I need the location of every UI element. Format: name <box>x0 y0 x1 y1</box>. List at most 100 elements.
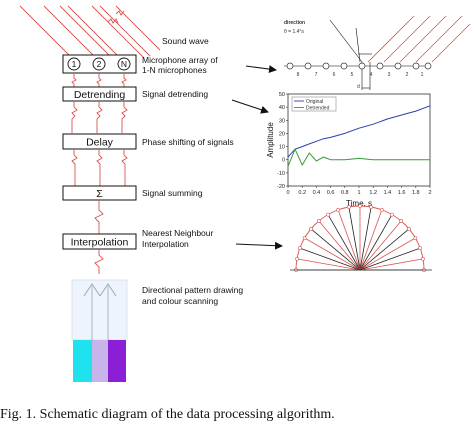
y-tick-label: -10 <box>277 171 285 177</box>
cyan-bar <box>73 340 92 382</box>
array-direction-title: direction <box>284 20 305 26</box>
array-incident-waves <box>367 15 471 63</box>
chart-lines <box>287 105 431 167</box>
y-tick-label: 10 <box>279 145 285 151</box>
mic-array-label-2: 1-N microphones <box>142 65 207 75</box>
fan-rays <box>294 204 426 272</box>
polar-fan-diagram <box>290 204 432 272</box>
detrending-block-label: Detrending <box>74 89 126 101</box>
summing-block-label: Σ <box>96 188 103 200</box>
signal-lines-1 <box>71 73 127 87</box>
detrending-to-chart-arrow <box>231 99 269 114</box>
array-num-3: 3 <box>388 72 391 78</box>
x-tick-label: 2 <box>428 190 431 196</box>
nearest-neighbour-label-1: Nearest Neighbour <box>142 228 214 238</box>
x-tick-label: 1.4 <box>384 190 392 196</box>
fan-ray <box>310 228 361 271</box>
fan-ray <box>359 214 393 271</box>
array-num-4: 4 <box>370 72 373 78</box>
wave-wiggle-marks <box>107 10 125 24</box>
mic-n: N <box>117 57 131 71</box>
signal-lines-3 <box>71 149 128 186</box>
fan-node <box>379 207 384 212</box>
fan-ray <box>359 228 410 271</box>
detrending-block <box>62 86 137 102</box>
directional-pattern-graphic <box>71 279 128 382</box>
figure-caption: Fig. 1. Schematic diagram of the data pr… <box>0 407 335 422</box>
series-line-original <box>287 105 431 158</box>
fan-ray <box>359 247 421 271</box>
array-num-2: 2 <box>406 72 409 78</box>
interpolation-block-label: Interpolation <box>71 237 129 249</box>
fan-node <box>336 207 341 212</box>
interpolation-to-polar-arrow <box>235 241 283 250</box>
fan-node <box>302 236 307 240</box>
mic-array-label-1: Microphone array of <box>142 55 218 65</box>
chart-ylabel: Amplitude <box>266 122 275 158</box>
directional-pattern-label-2: and colour scanning <box>142 296 218 306</box>
fan-node <box>295 256 299 261</box>
y-tick-label: -20 <box>277 184 285 190</box>
array-d-label: d <box>357 84 360 90</box>
fan-ray <box>337 209 361 271</box>
mic-to-array-arrow <box>245 65 277 74</box>
x-tick-label: 1.8 <box>412 190 420 196</box>
purple-bar <box>108 340 126 382</box>
fan-node <box>297 246 302 251</box>
fan-node <box>407 226 411 231</box>
array-num-1: 1 <box>421 72 424 78</box>
mic-n-label: N <box>121 59 127 69</box>
mic-2: 2 <box>92 57 106 71</box>
y-tick-label: 0 <box>282 158 285 164</box>
fan-ray <box>359 209 383 271</box>
x-tick-label: 0.8 <box>341 190 349 196</box>
array-mic-dots <box>286 62 432 70</box>
legend-detrended: Detrended <box>306 106 330 112</box>
array-geometry-diagram: direction θ = 1.4°s d 8 7 6 5 4 3 2 1 <box>284 15 471 90</box>
fan-node <box>421 256 425 261</box>
x-tick-label: 0.2 <box>298 190 306 196</box>
series-line-detrended <box>287 147 430 167</box>
signal-summing-label: Signal summing <box>142 188 203 198</box>
array-direction-subtitle: θ = 1.4°s <box>284 29 304 35</box>
lavender-bar <box>92 340 108 382</box>
fan-ray <box>304 237 361 271</box>
mic-2-label: 2 <box>97 59 102 69</box>
x-tick-label: 0.4 <box>313 190 321 196</box>
signal-line-5 <box>94 249 104 274</box>
fan-ray <box>359 258 424 271</box>
mic-1-label: 1 <box>72 59 77 69</box>
x-tick-label: 1 <box>357 190 360 196</box>
chart-legend: Original Detrended <box>291 96 337 112</box>
summing-block <box>62 185 137 201</box>
mic-1: 1 <box>67 57 81 71</box>
fan-node <box>399 219 404 223</box>
fan-node <box>413 236 418 240</box>
array-num-8: 8 <box>297 72 300 78</box>
y-tick-label: 40 <box>279 105 285 111</box>
array-num-5: 5 <box>351 72 354 78</box>
legend-original: Original <box>306 99 323 105</box>
x-tick-label: 0 <box>286 190 289 196</box>
fan-node <box>358 204 362 208</box>
x-tick-label: 1.2 <box>369 190 377 196</box>
fan-ray <box>299 247 361 271</box>
x-tick-label: 0.6 <box>327 190 335 196</box>
y-tick-label: 30 <box>279 118 285 124</box>
fan-ray <box>327 214 361 271</box>
signal-line-4 <box>94 200 104 234</box>
fan-ray <box>318 220 361 271</box>
interpolation-block <box>62 233 137 250</box>
fan-ray <box>359 237 416 271</box>
incoming-sound-waves <box>19 5 161 59</box>
fan-node <box>309 226 313 231</box>
array-num-7: 7 <box>315 72 318 78</box>
delay-block-label: Delay <box>86 137 114 149</box>
sound-wave-label: Sound wave <box>162 36 209 46</box>
fan-ray <box>359 220 402 271</box>
x-tick-label: 1.6 <box>398 190 406 196</box>
delay-block <box>62 133 137 150</box>
signal-detrending-label: Signal detrending <box>142 89 208 99</box>
